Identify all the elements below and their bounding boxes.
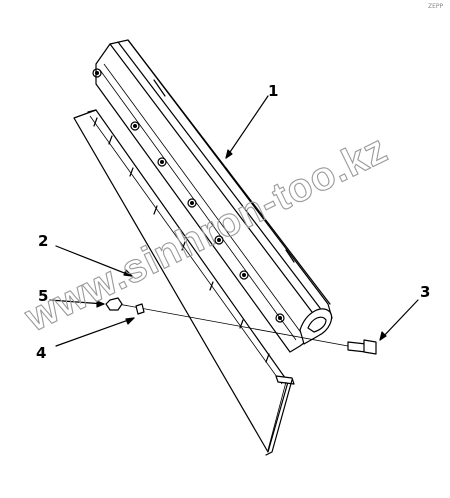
leader-lines xyxy=(49,95,419,347)
callout-3: 3 xyxy=(420,283,430,301)
callout-5: 5 xyxy=(38,287,48,305)
corner-mark: ZEPP xyxy=(428,3,444,10)
fastener-set xyxy=(105,297,377,355)
blade-plate xyxy=(73,109,295,456)
callout-1: 1 xyxy=(268,82,278,100)
callout-4: 4 xyxy=(36,344,46,362)
profile-bar xyxy=(92,39,333,353)
callout-2: 2 xyxy=(38,232,48,250)
